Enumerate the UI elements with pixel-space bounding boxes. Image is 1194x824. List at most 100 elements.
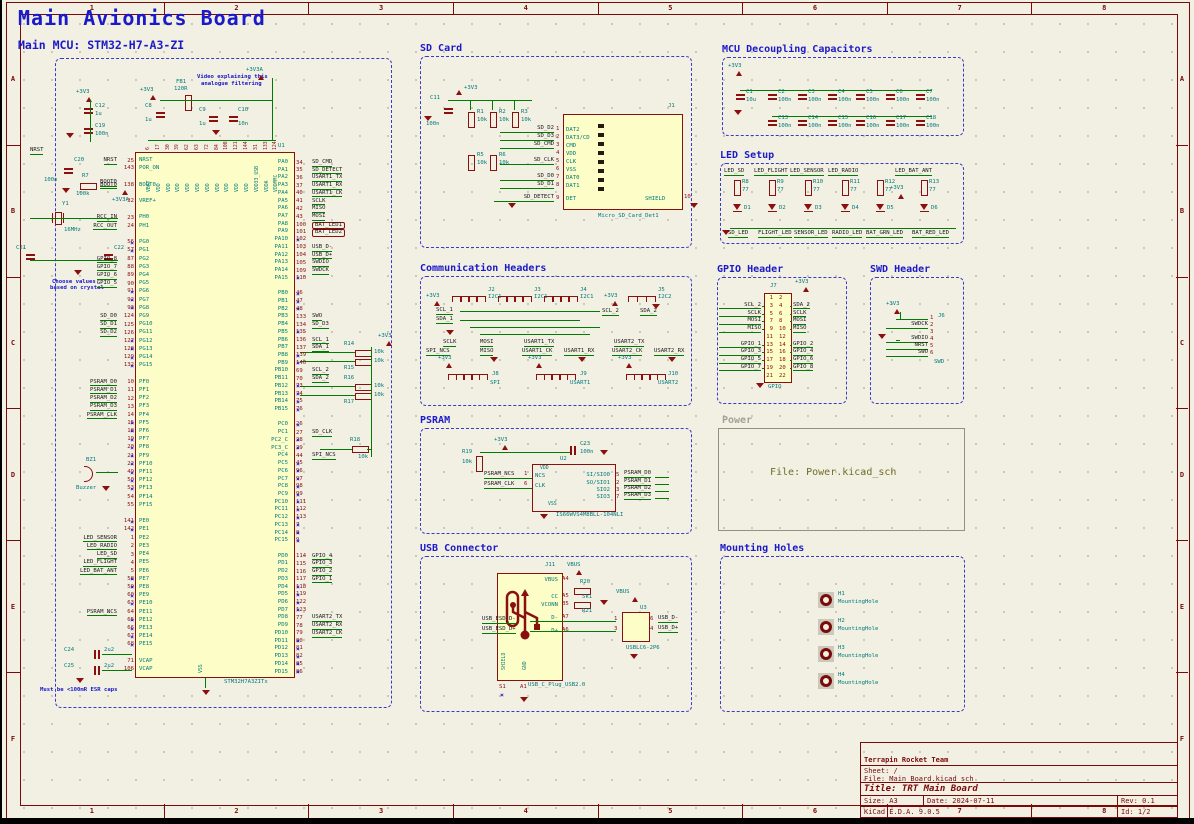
net-label[interactable]: GPIO_2 <box>793 340 814 349</box>
mcu-pin-row[interactable]: ×65 <box>36 617 134 624</box>
pin-number[interactable]: 1 <box>930 315 934 321</box>
value-label[interactable]: +3V3 <box>728 63 742 69</box>
resistor-symbol[interactable] <box>842 180 849 196</box>
mcu-pin-row[interactable]: PE8 <box>139 584 197 591</box>
resistor-symbol[interactable] <box>80 183 97 190</box>
mcu-pin-row[interactable]: 45× <box>296 460 388 467</box>
mcu-pin-row[interactable]: PB13 <box>198 391 288 398</box>
mcu-pin-row[interactable]: ×20 <box>36 445 134 451</box>
mcu-pin-row[interactable]: ×58 <box>36 576 134 583</box>
pin-number[interactable]: 3 <box>614 626 618 632</box>
mcu-pin-row[interactable]: 26× <box>296 422 388 428</box>
mcu-pin-row[interactable]: PE15 <box>139 642 197 648</box>
mcu-pin-row[interactable]: PE3 <box>139 543 197 550</box>
resistor-symbol[interactable] <box>574 588 591 595</box>
net-label[interactable]: SDA_1 <box>436 316 453 324</box>
mcu-pin-row[interactable]: 47× <box>296 298 388 305</box>
value-label[interactable]: 10n <box>238 121 249 127</box>
value-label[interactable]: C6 <box>896 89 903 95</box>
mcu-pin-row[interactable]: PD11 <box>198 638 288 645</box>
mcu-pin-row[interactable]: ×67 <box>36 634 134 640</box>
value-label[interactable]: 77 <box>813 187 820 193</box>
mcu-pin-row[interactable]: 48× <box>296 306 388 313</box>
value-label[interactable]: C24 <box>64 647 75 653</box>
value-label[interactable]: +3V3 <box>795 279 809 285</box>
net-label[interactable]: SCLK <box>443 339 457 347</box>
mcu-pin-row[interactable]: ×56 <box>36 239 134 246</box>
resistor-symbol[interactable] <box>468 112 475 128</box>
value-label[interactable]: D2 <box>779 205 786 211</box>
value-label[interactable]: J5 <box>658 287 665 293</box>
mcu-pin-row[interactable]: PE14 <box>139 634 197 640</box>
net-label[interactable]: PSRAM_D2 <box>624 485 651 493</box>
mcu-pin-row[interactable]: PB9 <box>198 360 288 367</box>
value-label[interactable]: R14 <box>344 341 355 347</box>
mcu-pin-row[interactable]: 80× <box>296 638 388 645</box>
pin-number[interactable]: 9 <box>556 195 560 201</box>
value-label[interactable]: +3V3 <box>76 89 90 95</box>
mcu-pin-row[interactable]: PA2 <box>198 175 288 181</box>
mcu-pin-row[interactable]: 9× <box>296 538 388 544</box>
mcu-pin-row[interactable]: PF2 <box>139 395 197 402</box>
net-label[interactable]: USART1_RX <box>564 348 595 356</box>
net-label[interactable]: GPIO_5 <box>719 356 761 364</box>
value-label[interactable]: MountingHole <box>838 680 879 686</box>
net-label[interactable]: SDA_2 <box>793 301 810 310</box>
mcu-pin-row[interactable]: 76× <box>296 406 388 413</box>
pin-header-symbol[interactable] <box>448 374 488 381</box>
resistor-symbol[interactable] <box>490 112 497 128</box>
net-label[interactable]: MISO <box>480 348 494 356</box>
pin-number[interactable]: 1 <box>556 126 560 132</box>
value-label[interactable]: DET <box>566 196 577 202</box>
value-label[interactable]: USART2 <box>658 380 679 386</box>
mcu-pin-row[interactable]: PG12 <box>139 338 197 345</box>
net-label[interactable]: GPIO_1 <box>719 341 761 349</box>
value-label[interactable]: 100n <box>778 123 792 129</box>
mcu-pin-row[interactable]: 118× <box>296 584 388 591</box>
value-label[interactable]: C9 <box>199 107 206 113</box>
value-label[interactable]: 77 <box>929 187 936 193</box>
value-label[interactable]: H3 <box>838 645 845 651</box>
mcu-pin-row[interactable]: PD13 <box>198 653 288 660</box>
mcu-pin-row[interactable]: ×19 <box>36 437 134 443</box>
mcu-pin-row[interactable]: PD1 <box>198 561 288 567</box>
mcu-pin-row[interactable]: PG8 <box>139 305 197 312</box>
mcu-pin-row[interactable]: 112× <box>296 507 388 513</box>
value-label[interactable]: U3 <box>640 605 647 611</box>
net-label[interactable]: LED_FLIGHT <box>754 168 788 176</box>
led-symbol[interactable] <box>768 204 777 213</box>
value-label[interactable]: D3 <box>815 205 822 211</box>
value-label[interactable]: R18 <box>350 437 361 443</box>
mcu-pin-row[interactable]: ×18 <box>36 428 134 435</box>
mcu-pin-row[interactable]: PH1 <box>139 223 197 230</box>
value-label[interactable]: R17 <box>344 399 355 405</box>
mcu-pin-row[interactable]: ×91 <box>36 289 134 295</box>
mcu-pin-row[interactable]: 135× <box>296 329 388 336</box>
value-label[interactable]: SHIELD <box>502 652 507 670</box>
mcu-pin-row[interactable]: 106 <box>36 666 134 673</box>
value-label[interactable]: STM32H7A3ZITx <box>224 679 268 685</box>
net-label[interactable]: SWDIO <box>886 335 928 343</box>
mcu-pin-row[interactable]: PA14 <box>198 267 288 274</box>
mcu-pin-row[interactable]: 111× <box>296 499 388 506</box>
capacitor-symbol[interactable] <box>64 166 73 175</box>
mcu-pin-row[interactable]: PE10 <box>139 601 197 607</box>
value-label[interactable]: VCONN <box>541 602 558 608</box>
mounting-hole[interactable] <box>818 673 834 689</box>
value-label[interactable]: C23 <box>580 441 591 447</box>
mcu-pin-row[interactable]: 123× <box>296 607 388 614</box>
mcu-pin-row[interactable]: PD3 <box>198 576 288 583</box>
mcu-pin-row[interactable]: 85× <box>296 661 388 668</box>
note-text[interactable]: Choose values <box>52 279 96 285</box>
net-label[interactable]: USART2_CK <box>612 348 643 356</box>
sheet-file-label[interactable]: File: Power.kicad_sch <box>770 467 897 478</box>
